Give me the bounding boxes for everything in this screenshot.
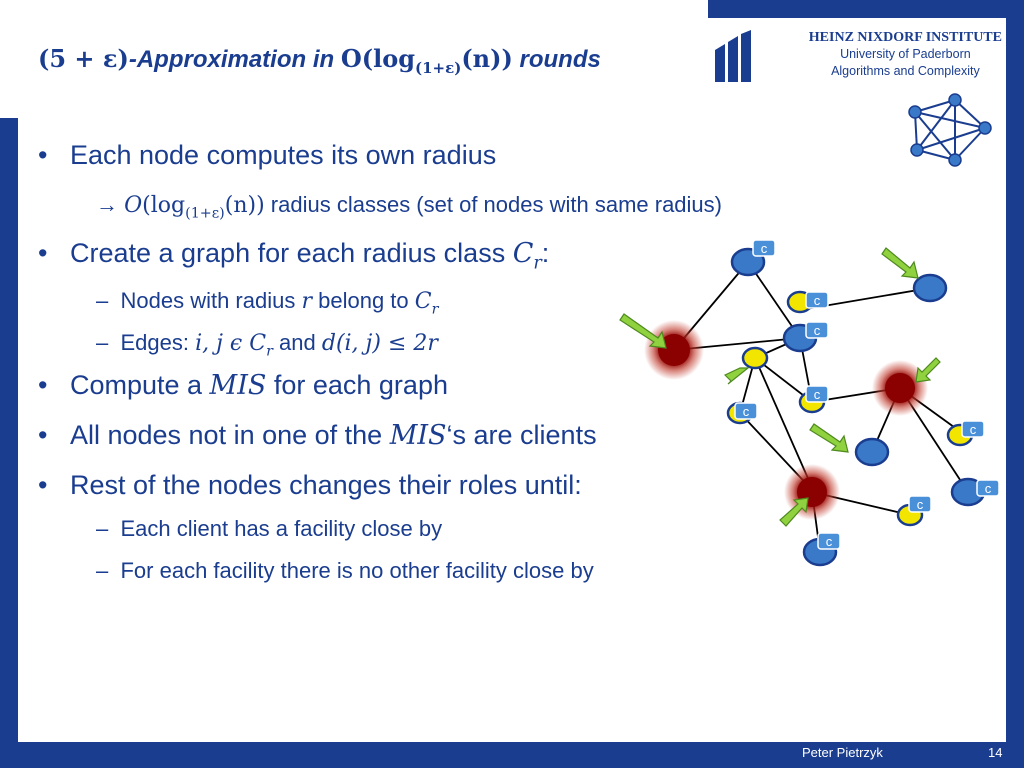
green-arrows (619, 247, 941, 527)
bullet-2: • Create a graph for each radius class C… (38, 238, 550, 274)
network-logo-icon (908, 93, 992, 167)
client-tags: c c c c c c c c c (734, 239, 1000, 550)
bullet-5-sub-2: – For each facility there is no other fa… (96, 558, 594, 583)
bullet-3: • Compute a MIS for each graph (38, 370, 448, 401)
client-tag-1: c (761, 241, 768, 256)
blue-nodes (730, 247, 986, 567)
bullet-1-sub-1: → O(log(1+ε)(n)) radius classes (set of … (96, 192, 722, 222)
client-tag-5: c (743, 404, 750, 419)
institute-block: HEINZ NIXDORF INSTITUTE University of Pa… (809, 30, 1002, 80)
institute-group: Algorithms and Complexity (831, 64, 980, 78)
client-tag-6: c (970, 422, 977, 437)
bullet-4: • All nodes not in one of the MIS‘s are … (38, 420, 597, 451)
bullet-2-sub-2: – Edges: i, j ϵ Cr and d(i, j) ≤ 2r (96, 330, 438, 360)
institute-university: University of Paderborn (840, 47, 971, 61)
bullet-5: • Rest of the nodes changes their roles … (38, 470, 582, 500)
bullet-5-sub-1: – Each client has a facility close by (96, 516, 443, 541)
bullet-2-sub-1: – Nodes with radius r belong to Cr (96, 288, 439, 318)
slide-title: (5 + ε)-Approximation in O(log(1+ε)(n)) … (38, 44, 601, 77)
client-tag-9: c (826, 534, 833, 549)
client-tag-8: c (917, 497, 924, 512)
client-tag-2: c (814, 293, 821, 308)
institute-name: HEINZ NIXDORF INSTITUTE (808, 30, 1002, 45)
client-tag-4: c (814, 387, 821, 402)
footer-page-number: 14 (988, 745, 1003, 760)
client-tag-3: c (814, 323, 821, 338)
radius-class-graph: c c c c c c c c c (619, 239, 1000, 567)
bullet-1: • Each node computes its own radius (38, 140, 497, 170)
frame-top-right (708, 0, 1024, 18)
yellow-nodes (726, 290, 974, 527)
frame-left (0, 118, 18, 743)
client-tag-7: c (985, 481, 992, 496)
frame-bottom (0, 742, 1024, 768)
institute-logo-icon (715, 30, 751, 82)
footer-author: Peter Pietrzyk (802, 745, 883, 760)
frame-right (1006, 0, 1024, 768)
